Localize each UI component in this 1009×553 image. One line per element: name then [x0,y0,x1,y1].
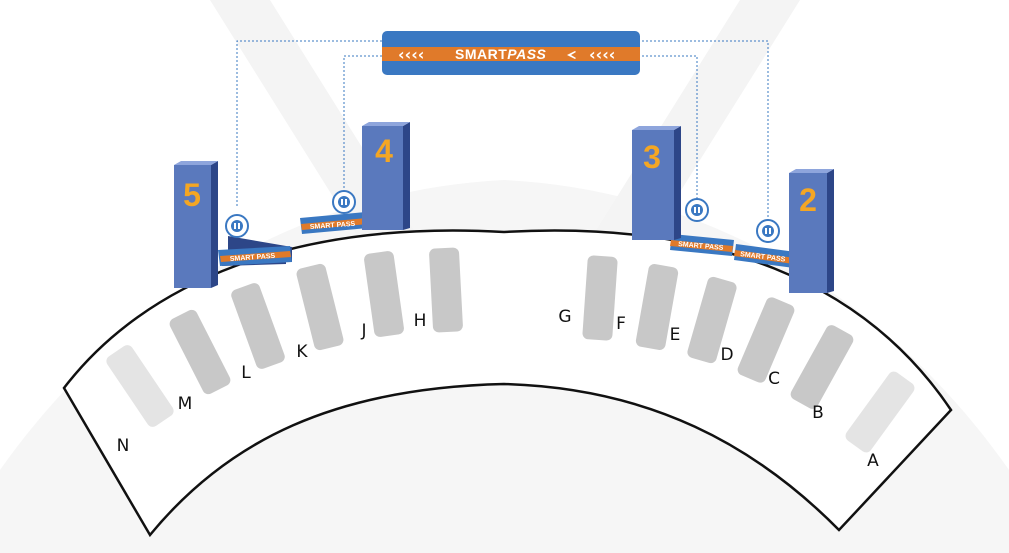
gate-3: SMART PASS 3 [632,126,734,256]
gate-2-number: 2 [799,182,817,218]
connector-gate-3 [638,55,698,198]
counter-label-c: C [768,369,780,389]
gate-4: SMART PASS 4 [300,122,410,234]
svg-text:SMARTPASS: SMARTPASS [455,46,547,62]
counter-island [364,251,404,337]
connector-gate-2 [638,40,769,219]
counter-label-l: L [241,363,251,383]
smartpass-connectors [236,40,769,219]
plane-icon [567,51,576,59]
counter-label-d: D [720,345,733,365]
counter-island [582,255,618,341]
counter-island [106,345,174,427]
counter-island [790,325,854,409]
counter-island [231,283,285,369]
gate-3-smartpass-icon [685,198,709,222]
counter-island [296,263,344,351]
gate-5-number: 5 [183,177,201,213]
counter-label-g: G [558,307,571,327]
gate-2-smartpass-icon [756,219,780,243]
chevrons-left: ‹‹‹‹ [398,45,424,64]
banner-label-main: SMART [455,46,507,62]
counter-island [635,263,679,351]
counter-label-j: J [360,321,366,341]
counter-label-k: K [296,342,308,362]
banner-label-accent: PASS [507,46,546,62]
gate-5-strip-label: SMART PASS [230,253,276,263]
counter-label-b: B [812,403,824,423]
counter-label-h: H [414,311,427,331]
counter-label-a: A [867,451,879,471]
connector-gate-5 [236,40,386,208]
gate-4-number: 4 [375,133,393,169]
connector-gate-4 [343,55,386,190]
gate-2: SMART PASS 2 [734,169,834,293]
counter-island [737,297,795,383]
counter-label-e: E [670,325,681,345]
gate-3-strip-label: SMART PASS [678,241,724,252]
counter-islands: A B C D E F G H J K L M N [106,247,915,471]
gate-4-strip-label: SMART PASS [310,221,356,231]
gate-5-smartpass-icon [225,214,249,238]
counter-island [169,309,231,395]
counter-island [845,371,915,453]
counter-label-f: F [616,314,626,334]
counter-label-n: N [117,436,130,456]
counter-label-m: M [178,394,193,414]
gate-3-number: 3 [643,139,661,175]
smartpass-banner: ‹‹‹‹ ‹‹‹‹ SMARTPASS [382,31,640,75]
chevrons-right: ‹‹‹‹ [589,45,615,64]
counter-island [429,247,463,333]
gate-5: SMART PASS 5 [174,161,292,288]
gate-4-smartpass-icon [332,190,356,214]
counter-island [687,276,737,364]
